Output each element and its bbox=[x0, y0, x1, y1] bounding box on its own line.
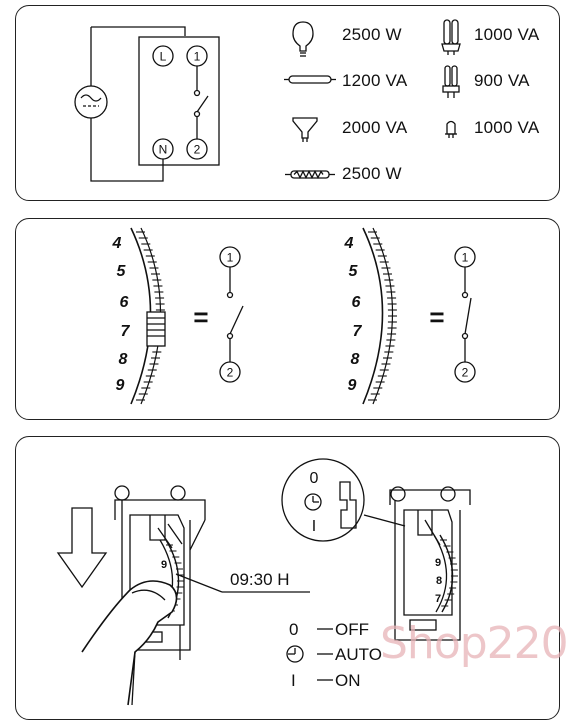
dial-hour-label: 7 bbox=[353, 323, 363, 340]
dial-hour-label: 7 bbox=[435, 593, 441, 605]
dial-hour-label: 5 bbox=[117, 263, 127, 280]
mode-auto-label: AUTO bbox=[335, 645, 382, 664]
led-lamp-icon bbox=[445, 120, 457, 138]
contact-open bbox=[219, 246, 244, 383]
halogen-linear-lamp-icon bbox=[285, 170, 335, 179]
load-label-spot: 2000 VA bbox=[342, 118, 408, 137]
dial-hour-label: 9 bbox=[116, 377, 125, 394]
dial-hour-label: 5 bbox=[349, 263, 359, 280]
dial-hour-label: 8 bbox=[119, 351, 128, 368]
terminal-N bbox=[152, 138, 174, 160]
contact-1-label: 1 bbox=[194, 50, 201, 64]
mode-on-label: ON bbox=[335, 671, 361, 690]
dial-hour-label: 6 bbox=[352, 294, 361, 311]
mode-on-symbol: I bbox=[291, 671, 296, 690]
contact-2-label: 2 bbox=[462, 366, 469, 380]
dial-hour-label: 7 bbox=[121, 323, 131, 340]
contact-2-label: 2 bbox=[227, 366, 234, 380]
dial-left bbox=[130, 227, 166, 405]
dial-hour-label: 8 bbox=[436, 575, 442, 587]
ac-source-icon bbox=[74, 85, 108, 119]
time-value: 09:30 H bbox=[230, 570, 290, 589]
contact-2-label: 2 bbox=[194, 143, 201, 157]
energy-saving-lamp-icon bbox=[442, 65, 460, 98]
load-label-linear: 2500 W bbox=[342, 164, 402, 183]
mode-off-symbol: 0 bbox=[289, 620, 299, 639]
pushed-segment bbox=[146, 311, 166, 347]
terminal-N-label: N bbox=[159, 143, 168, 157]
dial-hour-label: 4 bbox=[344, 235, 354, 252]
load-label-esl: 900 VA bbox=[474, 71, 530, 90]
watermark: Shop220 bbox=[380, 618, 569, 669]
incandescent-bulb-icon bbox=[292, 21, 314, 57]
dial-hour-label: 8 bbox=[351, 351, 360, 368]
finger-icon bbox=[81, 580, 178, 706]
switch-one-label: I bbox=[312, 518, 316, 535]
halogen-spot-lamp-icon bbox=[292, 117, 318, 142]
clock-icon bbox=[304, 493, 322, 511]
load-label-led: 1000 VA bbox=[474, 118, 540, 137]
timer-housing-right bbox=[389, 486, 471, 641]
press-arrow-icon bbox=[56, 507, 108, 589]
dial-hour-label: 4 bbox=[112, 235, 122, 252]
dial-right bbox=[362, 227, 397, 405]
wiring-panel bbox=[15, 5, 560, 201]
terminal-L bbox=[152, 45, 174, 67]
compact-fluorescent-lamp-icon bbox=[441, 19, 461, 55]
contact-1-label: 1 bbox=[227, 251, 234, 265]
wiring-diagram bbox=[74, 26, 220, 182]
dial-hour-label: 9 bbox=[348, 377, 357, 394]
load-label-cfl: 1000 VA bbox=[474, 25, 540, 44]
mode-off-label: OFF bbox=[335, 620, 369, 639]
zoom-pointer-line bbox=[363, 514, 406, 527]
contact-1-label: 1 bbox=[462, 251, 469, 265]
load-label-tube: 1200 VA bbox=[342, 71, 408, 90]
dial-segments-panel bbox=[15, 218, 560, 420]
fluorescent-tube-icon bbox=[284, 75, 336, 84]
mode-switch-zoom bbox=[281, 458, 406, 542]
equals-sign: = bbox=[193, 302, 208, 332]
auto-clock-icon bbox=[286, 645, 304, 663]
time-pointer-line bbox=[175, 573, 223, 593]
dial-hour-label: 6 bbox=[120, 294, 129, 311]
load-label-bulb: 2500 W bbox=[342, 25, 402, 44]
mode-legend bbox=[286, 628, 333, 681]
dial-hour-label: 9 bbox=[435, 557, 441, 569]
contact-closed bbox=[454, 246, 476, 383]
terminal-L-label: L bbox=[160, 50, 167, 64]
equals-sign: = bbox=[429, 302, 444, 332]
switch-zero-label: 0 bbox=[310, 470, 319, 487]
dial-hour-label: 9 bbox=[161, 559, 167, 571]
